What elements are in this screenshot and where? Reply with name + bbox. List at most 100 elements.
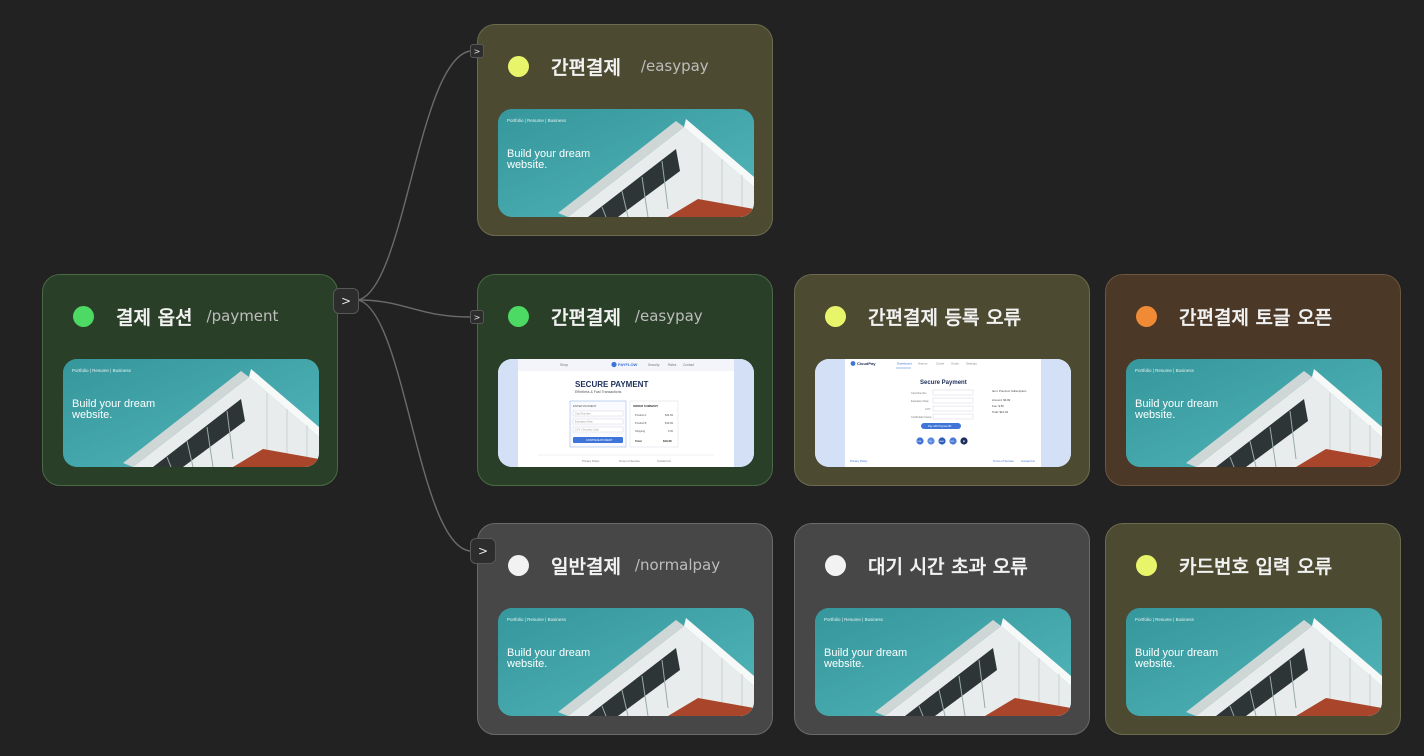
card-header: 결제 옵션 /payment xyxy=(73,303,278,329)
website-preview-image: Portfolio | Resume | Business Build your… xyxy=(815,608,1071,716)
preview-headline-line1: Build your dream xyxy=(507,647,590,659)
card-thumbnail[interactable]: Portfolio | Resume | Business Build your… xyxy=(815,608,1071,716)
preview-row-2-value: $19.99 xyxy=(665,421,673,425)
preview-label-3: CVV xyxy=(925,407,931,411)
preview-headline-line1: Build your dream xyxy=(507,148,590,160)
preview-nav-left: Shop xyxy=(560,363,568,367)
screen-card-card-number-error[interactable]: 카드번호 입력 오류 Portfolio | Resume | Business… xyxy=(1105,523,1401,735)
status-dot xyxy=(73,305,94,327)
card-title: 간편결제 토글 오픈 xyxy=(1179,306,1333,329)
card-title: 대기 시간 초과 오류 xyxy=(868,555,1028,578)
card-thumbnail[interactable]: Portfolio | Resume | Business Build your… xyxy=(498,608,754,716)
preview-nav-text: Portfolio | Resume | Business xyxy=(1135,617,1195,622)
expand-chevron-icon[interactable]: > xyxy=(470,538,496,564)
preview-headline-line2: website. xyxy=(1134,658,1175,670)
brand-logo-icon xyxy=(611,361,617,368)
screen-card-payment[interactable]: 결제 옵션 /payment Portfolio | Resume | Busi… xyxy=(42,274,338,486)
cloudpay-preview: CloudPay Dashboard History Cards Goals S… xyxy=(815,359,1071,467)
preview-label-4: Cardholder Name xyxy=(911,415,932,419)
website-preview-image: Portfolio | Resume | Business Build your… xyxy=(1126,359,1382,467)
preview-nav-text: Portfolio | Resume | Business xyxy=(72,368,132,373)
preview-brand: CloudPay xyxy=(857,361,876,366)
screen-card-timeout-error[interactable]: 대기 시간 초과 오류 Portfolio | Resume | Busines… xyxy=(794,523,1090,735)
card-title: 간편결제 xyxy=(551,306,621,329)
preview-continue-button: CONTINUE PAYMENT xyxy=(586,438,613,442)
card-header: 간편결제 /easypay xyxy=(508,303,703,329)
card-header: 일반결제 /normalpay xyxy=(508,552,720,578)
preview-headline-line2: website. xyxy=(823,658,864,670)
preview-headline-line1: Build your dream xyxy=(1135,398,1218,410)
card-route: /normalpay xyxy=(634,556,721,574)
status-dot xyxy=(1136,554,1157,576)
preview-tab-2: History xyxy=(918,362,928,366)
preview-headline-line1: Build your dream xyxy=(1135,647,1218,659)
screen-card-normalpay[interactable]: 일반결제 /normalpay Portfolio | Resume | Bus… xyxy=(477,523,773,735)
card-header: 대기 시간 초과 오류 xyxy=(825,552,1028,578)
cloudpay-logo-icon xyxy=(850,361,856,366)
status-dot xyxy=(508,554,529,576)
preview-footer-3: Contact Us xyxy=(657,459,671,463)
preview-tab-4: Goals xyxy=(951,362,959,366)
preview-pay-button: Pay with PaymentID xyxy=(928,424,951,428)
preview-headline-line1: Build your dream xyxy=(824,647,907,659)
preview-field-1: Card Number xyxy=(575,412,591,416)
preview-footer-1: Privacy Policy xyxy=(582,459,600,463)
preview-row-1-value: $24.99 xyxy=(665,413,673,417)
preview-nav-text: Portfolio | Resume | Business xyxy=(507,617,567,622)
preview-form-title: ENTER PAYMENT xyxy=(573,404,597,408)
card-thumbnail[interactable]: CloudPay Dashboard History Cards Goals S… xyxy=(815,359,1071,467)
connector-payment-normalpay xyxy=(357,299,471,552)
card-thumbnail[interactable]: Portfolio | Resume | Business Build your… xyxy=(1126,359,1382,467)
card-title: 일반결제 xyxy=(551,555,621,578)
card-thumbnail[interactable]: Portfolio | Resume | Business Build your… xyxy=(498,109,754,217)
preview-row-3-label: Shipping xyxy=(635,429,646,433)
status-dot xyxy=(1136,305,1157,327)
card-title: 카드번호 입력 오류 xyxy=(1179,555,1333,578)
preview-nav-1: Security xyxy=(648,363,660,367)
visa-icon: VISA xyxy=(917,440,922,443)
connector-port-icon[interactable]: > xyxy=(470,310,484,324)
preview-total-label: Total xyxy=(635,439,642,443)
paypal-icon: P xyxy=(963,440,965,444)
preview-headline-line2: website. xyxy=(506,658,547,670)
preview-nav-text: Portfolio | Resume | Business xyxy=(824,617,884,622)
screen-card-easypay-top[interactable]: 간편결제 /easypay Portfolio | Resume | Busin… xyxy=(477,24,773,236)
card-title: 결제 옵션 xyxy=(116,306,193,329)
preview-fee: Fee: $.50 xyxy=(992,404,1004,408)
card-thumbnail[interactable]: Shop PAYFLOW Security Rates Contact SECU… xyxy=(498,359,754,467)
preview-row-1-label: Product A xyxy=(635,413,647,417)
card-header: 간편결제 /easypay xyxy=(508,53,709,79)
preview-heading: SECURE PAYMENT xyxy=(575,380,648,389)
card-route: /easypay xyxy=(634,307,703,325)
preview-nav-text: Portfolio | Resume | Business xyxy=(1135,368,1195,373)
card-thumbnail[interactable]: Portfolio | Resume | Business Build your… xyxy=(1126,608,1382,716)
connector-payment-easypay-mid xyxy=(357,299,471,318)
preview-field-2: Expiration Date xyxy=(575,420,593,424)
preview-label-2: Expiration Date xyxy=(911,399,929,403)
screen-card-easypay-mid[interactable]: 간편결제 /easypay Shop PAYFLOW Security Rate… xyxy=(477,274,773,486)
preview-footer-2: Terms of Service xyxy=(619,459,640,463)
preview-nav-text: Portfolio | Resume | Business xyxy=(507,118,567,123)
preview-headline-line1: Build your dream xyxy=(72,398,155,410)
screen-card-easypay-toggle-open[interactable]: 간편결제 토글 오픈 Portfolio | Resume | Business… xyxy=(1105,274,1401,486)
preview-nav-2: Rates xyxy=(668,363,677,367)
website-preview-image: Portfolio | Resume | Business Build your… xyxy=(498,109,754,217)
preview-item: Item: Premium Subscription xyxy=(992,389,1027,393)
card-title: 간편결제 등록 오류 xyxy=(868,306,1022,329)
expand-chevron-icon[interactable]: > xyxy=(333,288,359,314)
status-dot xyxy=(825,554,846,576)
card-route: /payment xyxy=(206,307,279,325)
website-preview-image: Portfolio | Resume | Business Build your… xyxy=(498,608,754,716)
preview-footer-mid: Terms of Service xyxy=(993,459,1014,463)
preview-summary-title: ORDER SUMMARY xyxy=(633,404,658,408)
card-thumbnail[interactable]: Portfolio | Resume | Business Build your… xyxy=(63,359,319,467)
card-header: 카드번호 입력 오류 xyxy=(1136,552,1332,578)
screen-card-easypay-registration-error[interactable]: 간편결제 등록 오류 CloudPay Dashboard History Ca… xyxy=(794,274,1090,486)
connector-port-icon[interactable]: > xyxy=(470,44,484,58)
status-dot xyxy=(508,305,529,327)
secure-payment-preview: Shop PAYFLOW Security Rates Contact SECU… xyxy=(498,359,754,467)
website-preview-image: Portfolio | Resume | Business Build your… xyxy=(63,359,319,467)
preview-label-1: Card Number xyxy=(911,391,927,395)
preview-row-3-value: 5.00 xyxy=(668,429,674,433)
